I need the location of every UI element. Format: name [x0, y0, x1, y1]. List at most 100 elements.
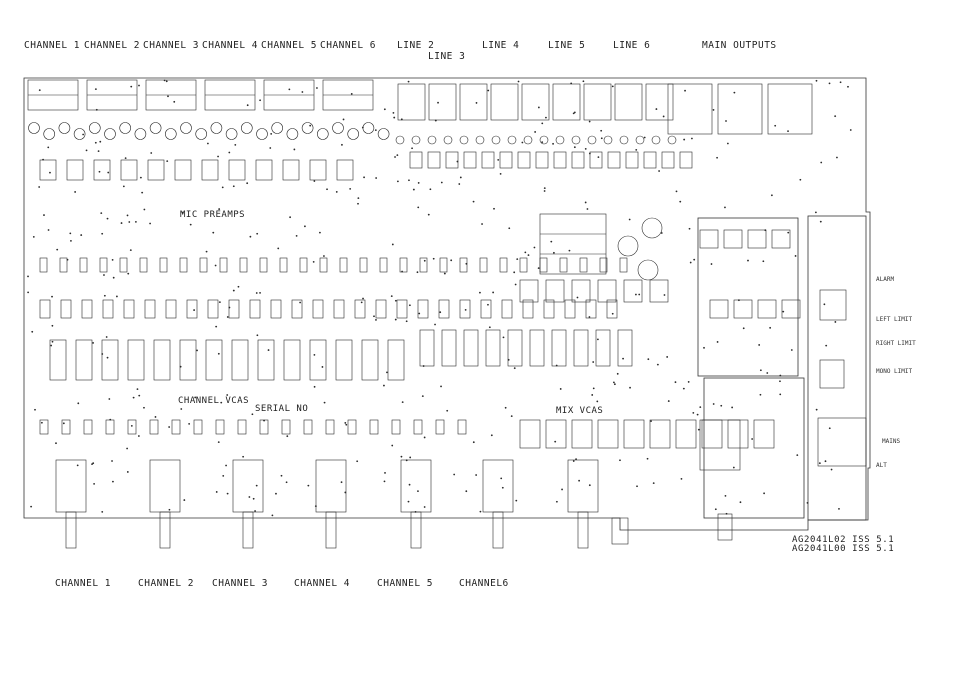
jack-socket — [397, 83, 426, 121]
solder-pad — [828, 82, 831, 85]
solder-pad — [545, 116, 547, 119]
ic-package — [347, 419, 357, 435]
solder-pad — [423, 259, 426, 262]
solder-pad — [375, 177, 378, 179]
solder-pad — [437, 101, 439, 104]
solder-pad — [763, 492, 765, 495]
solder-pad — [225, 464, 227, 467]
solder-pad — [109, 418, 112, 421]
ic-package — [102, 299, 114, 319]
capacitor — [507, 135, 517, 145]
solder-pad — [31, 330, 34, 333]
solder-pad — [375, 319, 377, 321]
solder-pad — [836, 156, 838, 159]
solder-pad — [215, 491, 218, 493]
jack-socket — [428, 83, 457, 121]
capacitor — [43, 128, 56, 140]
solder-pad — [588, 152, 591, 155]
solder-pad — [688, 227, 691, 230]
solder-pad — [770, 194, 773, 197]
solder-pad — [619, 459, 621, 462]
solder-pad — [226, 492, 229, 495]
solder-pad — [815, 79, 818, 82]
solder-pad — [650, 420, 652, 423]
solder-pad — [134, 220, 137, 223]
solder-pad — [363, 176, 365, 179]
jack-socket — [521, 83, 550, 121]
solder-pad — [166, 160, 169, 163]
ic-package — [127, 419, 137, 435]
solder-pad — [405, 459, 408, 462]
solder-pad — [488, 326, 491, 329]
solder-pad — [751, 438, 754, 440]
solder-pad — [572, 460, 575, 462]
solder-pad — [392, 111, 395, 114]
solder-pad — [386, 371, 388, 374]
solder-pad — [794, 255, 797, 257]
solder-pad — [183, 499, 186, 501]
fader-shaft — [410, 511, 422, 549]
solder-pad — [636, 485, 638, 488]
ic-package — [215, 419, 225, 435]
solder-pad — [76, 464, 79, 467]
ic-package — [457, 419, 467, 435]
capacitor — [539, 135, 549, 145]
solder-pad — [314, 505, 317, 508]
ic-package — [599, 257, 608, 273]
ic-package — [259, 257, 268, 273]
solder-pad — [689, 261, 692, 264]
solder-pad — [628, 218, 631, 221]
solder-pad — [790, 349, 793, 351]
fader-body — [149, 459, 181, 513]
solder-pad — [313, 353, 316, 356]
solder-pad — [405, 320, 408, 323]
solder-pad — [80, 234, 83, 236]
solder-pad — [655, 108, 658, 110]
solder-pad — [362, 297, 364, 300]
solder-pad — [416, 271, 419, 274]
header-line-6: LINE 6 — [613, 40, 651, 51]
ic-package — [105, 419, 115, 435]
ic-package — [325, 419, 335, 435]
ic-package — [231, 339, 249, 381]
solder-pad — [288, 88, 291, 91]
solder-pad — [323, 255, 325, 257]
solder-pad — [427, 213, 430, 216]
capacitor — [165, 128, 177, 140]
solder-pad — [712, 403, 715, 405]
ic-package — [517, 151, 531, 169]
solder-pad — [552, 251, 555, 254]
solder-pad — [769, 326, 772, 329]
ic-package — [179, 257, 188, 273]
solder-pad — [537, 267, 540, 270]
capacitor — [316, 128, 329, 140]
solder-pad — [270, 133, 273, 135]
ic-package — [144, 299, 156, 319]
solder-pad — [588, 316, 591, 318]
solder-pad — [154, 416, 157, 418]
solder-pad — [487, 89, 490, 92]
ic-package — [553, 151, 567, 169]
solder-pad — [383, 384, 385, 387]
solder-pad — [234, 143, 237, 146]
ic-package — [281, 419, 291, 435]
solder-pad — [312, 260, 315, 263]
ic-package — [369, 419, 379, 435]
ic-package — [299, 257, 308, 273]
solder-pad — [391, 243, 394, 246]
fader-body — [400, 459, 432, 513]
solder-pad — [137, 435, 140, 437]
ic-package — [571, 419, 593, 449]
solder-pad — [394, 156, 396, 158]
ic-package — [519, 279, 539, 303]
solder-pad — [516, 258, 519, 261]
solder-pad — [458, 183, 461, 185]
label-alt: ALT — [876, 462, 887, 469]
fader-body — [482, 459, 514, 513]
ic-package — [439, 257, 448, 273]
solder-pad — [384, 472, 386, 474]
solder-pad — [823, 303, 826, 306]
solder-pad — [51, 324, 54, 327]
solder-pad — [818, 462, 821, 465]
solder-pad — [524, 251, 527, 254]
